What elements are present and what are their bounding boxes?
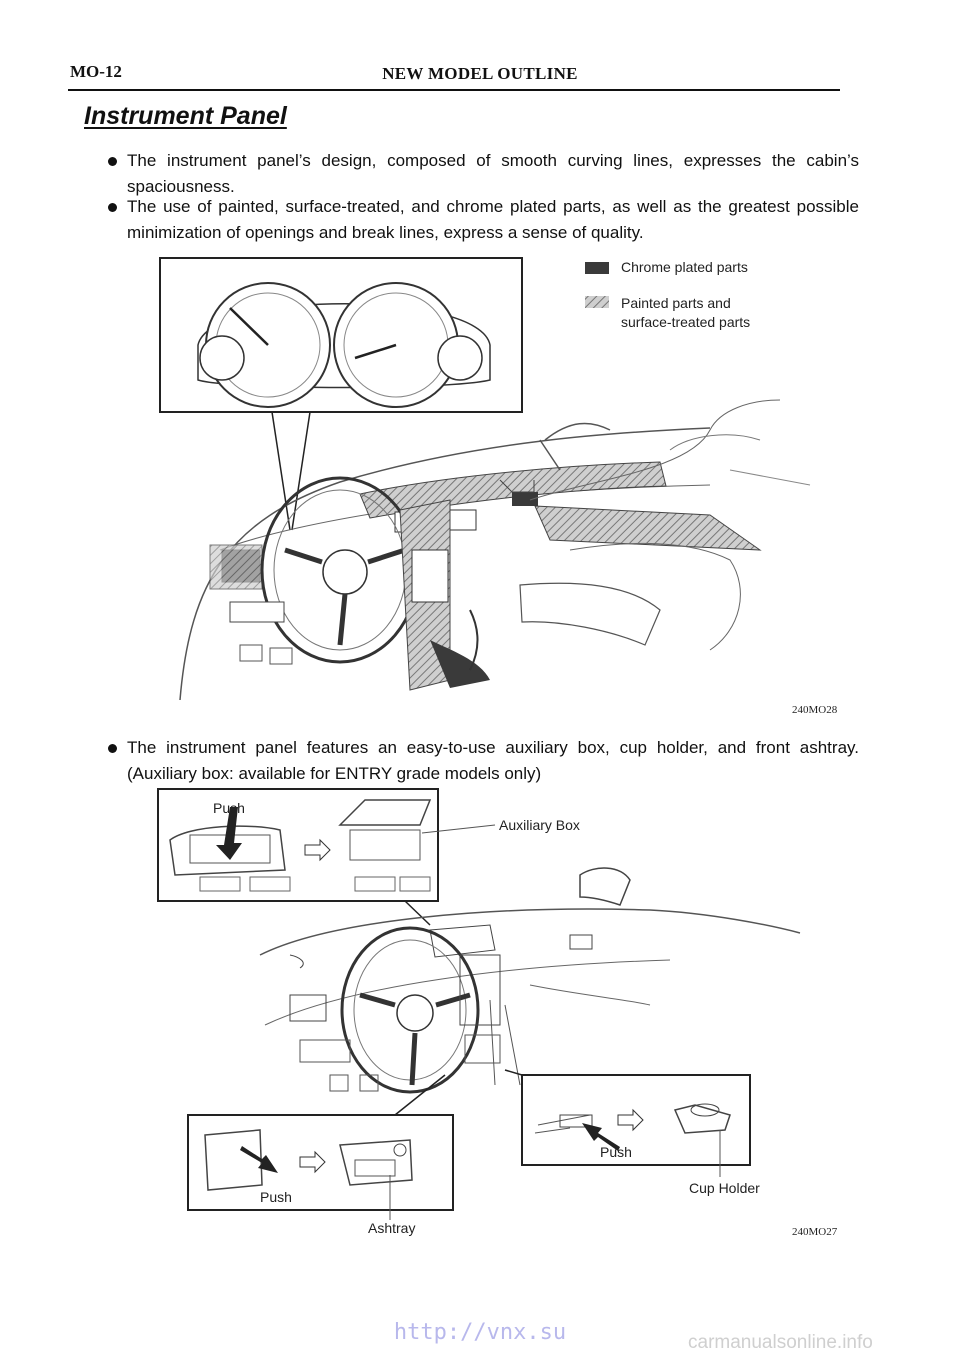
chrome-swatch — [585, 262, 609, 274]
bullet-features: The instrument panel features an easy-to… — [108, 735, 859, 787]
label-ashtray: Ashtray — [368, 1220, 416, 1236]
label-push-aux: Push — [213, 800, 245, 816]
footer-watermark: carmanualsonline.info — [688, 1332, 873, 1353]
arrow-right-icon — [617, 1108, 644, 1132]
auxiliary-box-callout — [157, 788, 439, 902]
arrow-right-icon — [299, 1150, 326, 1174]
label-auxiliary-box: Auxiliary Box — [499, 817, 580, 833]
push-arrow-icon — [582, 1123, 620, 1151]
header-rule — [68, 89, 840, 91]
label-push-ashtray: Push — [260, 1189, 292, 1205]
label-cup-holder: Cup Holder — [689, 1180, 760, 1196]
legend-chrome-label: Chrome plated parts — [621, 259, 748, 275]
running-header: NEW MODEL OUTLINE — [382, 64, 578, 83]
legend-painted-label-line1: Painted parts and — [621, 295, 731, 311]
painted-swatch — [585, 296, 609, 308]
bullet-dot — [108, 744, 117, 753]
page-number: MO-12 — [70, 62, 122, 81]
figure-code: 240MO28 — [792, 704, 838, 716]
bullet-text: The instrument panel’s design, composed … — [127, 151, 859, 196]
figure-code: 240MO27 — [792, 1226, 838, 1238]
legend-painted-label-line2: surface-treated parts — [621, 314, 751, 330]
bullet-dot — [108, 157, 117, 166]
bullet-quality: The use of painted, surface-treated, and… — [108, 194, 859, 246]
bullet-text: The use of painted, surface-treated, and… — [127, 197, 859, 242]
section-title: Instrument Panel — [84, 102, 287, 130]
bullet-dot — [108, 203, 117, 212]
footer-link[interactable]: http://vnx.su — [393, 1320, 567, 1345]
storage-features-illustration — [157, 788, 801, 1220]
push-arrow-icon — [216, 807, 242, 860]
arrow-right-icon — [304, 838, 331, 862]
label-push-cup-holder: Push — [600, 1144, 632, 1160]
bullet-text: The instrument panel features an easy-to… — [127, 738, 859, 783]
bullet-design: The instrument panel’s design, composed … — [108, 148, 859, 200]
push-arrow-icon — [240, 1146, 278, 1173]
instrument-panel-illustration — [159, 257, 811, 701]
